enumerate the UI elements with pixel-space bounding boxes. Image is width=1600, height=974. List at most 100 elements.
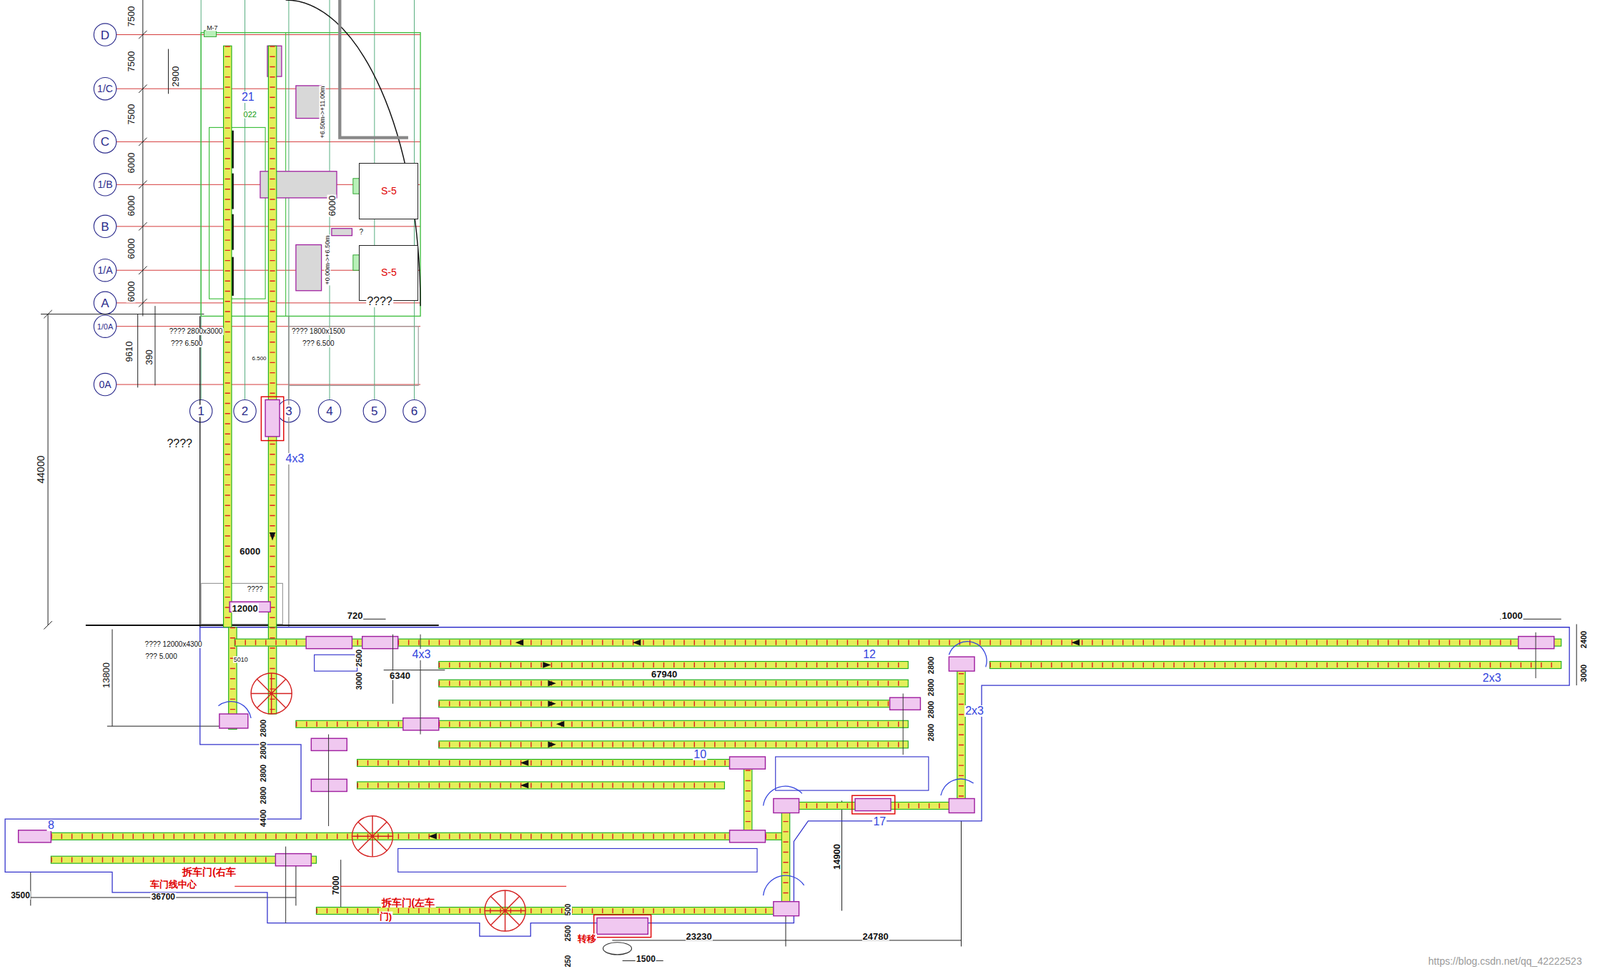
conveyor xyxy=(295,720,908,728)
dimension-label: ???? xyxy=(366,295,394,308)
conveyor-roller xyxy=(745,759,751,842)
flow-arrow xyxy=(269,532,276,541)
dimension-label: 6000 xyxy=(125,195,136,218)
transfer-rail xyxy=(1535,632,1537,679)
dimension-label: 2800 xyxy=(259,786,268,806)
dimension-label: 14900 xyxy=(832,843,842,871)
conveyor-roller xyxy=(20,834,786,840)
conveyor xyxy=(743,759,752,842)
small-marker xyxy=(353,178,360,194)
dimension-label: ??? 6.500 xyxy=(301,340,336,348)
conveyor-roller xyxy=(438,701,909,707)
conveyor xyxy=(781,800,790,913)
dimension-label: 6000 xyxy=(125,280,136,304)
grid-column xyxy=(244,0,246,400)
conveyor xyxy=(20,45,1562,915)
dimension-label: 1000 xyxy=(1501,610,1524,620)
transfer-rail xyxy=(285,632,1536,924)
conveyor xyxy=(234,639,1561,647)
grid-axis-label: A xyxy=(100,296,110,309)
dimension-line xyxy=(340,860,342,911)
grid-axis-label: 6 xyxy=(410,405,419,418)
dimension-label: 2500 xyxy=(564,925,572,943)
dimension-label: 2900 xyxy=(170,65,181,88)
building-outline xyxy=(285,0,421,306)
conveyor-roller xyxy=(438,742,909,748)
transfer-car xyxy=(229,601,271,612)
transfer-car xyxy=(18,830,52,843)
process-note: 拆车门(右车 xyxy=(181,867,237,878)
flow-arrow xyxy=(542,662,551,669)
callout-number: 21 xyxy=(240,91,256,103)
dimension-label: 2400 xyxy=(1579,630,1588,650)
swing-gauge xyxy=(218,642,987,896)
transfer-car xyxy=(596,918,648,936)
dimension-label: 2800 xyxy=(926,678,935,698)
machine xyxy=(295,245,322,291)
turntable xyxy=(351,816,393,858)
grid-axis-label: 1/0A xyxy=(96,322,115,331)
dimension-label: 390 xyxy=(144,348,154,367)
flow-arrow xyxy=(269,532,1080,841)
grid-axis-label: C xyxy=(100,135,111,148)
callout-number: 4x3 xyxy=(285,453,306,465)
grid-axis-label: 5 xyxy=(370,405,379,418)
dimension-label: ??? 5.000 xyxy=(144,653,179,661)
grid-axis-label: 1/C xyxy=(96,83,114,94)
dimension-label: 2800 xyxy=(259,741,268,760)
grid-bubble xyxy=(189,399,212,422)
dimension-line xyxy=(138,30,147,308)
grid-bubble xyxy=(363,399,386,422)
dimension-label: 7000 xyxy=(331,875,341,897)
grid-bubble xyxy=(93,259,116,282)
grid-bubble xyxy=(318,399,341,422)
grid-axis-label: 1/B xyxy=(96,179,113,190)
grid-axis-label: 0A xyxy=(97,379,112,390)
flow-arrow xyxy=(515,639,524,647)
dimension-line xyxy=(112,629,113,728)
grid-bubble xyxy=(93,315,116,338)
callout-number: 12 xyxy=(862,649,877,661)
box-label: S-5 xyxy=(381,267,397,279)
equipment-box: S-5 xyxy=(358,245,419,302)
dimension-label: ???? xyxy=(165,438,194,450)
dimension-label: 3000 xyxy=(1579,664,1588,683)
dimension-line xyxy=(30,872,31,906)
dimension-label: 12000 xyxy=(230,603,259,613)
conveyor-roller xyxy=(989,662,1561,668)
conveyor xyxy=(438,679,909,688)
flow-arrow xyxy=(520,782,529,790)
small-marker xyxy=(203,30,216,38)
grid-bubble xyxy=(233,399,256,422)
dimension-label: 4400 xyxy=(259,808,268,828)
transfer-car xyxy=(310,738,347,751)
highlight-frame xyxy=(594,915,652,938)
conveyor xyxy=(438,741,909,749)
dimension-label: 3000 xyxy=(355,672,364,691)
dimension-label: 1500 xyxy=(635,955,657,964)
dimension-label: 7500 xyxy=(125,50,136,73)
dimension-label: 022 xyxy=(243,110,258,118)
building-outline xyxy=(85,0,439,628)
transfer-car xyxy=(855,799,891,812)
dimension-label: 6000 xyxy=(125,152,136,175)
transfer-car xyxy=(305,636,352,650)
conveyor xyxy=(268,45,276,628)
dimension-line xyxy=(168,49,169,95)
dimension-line xyxy=(142,0,143,316)
flow-arrow xyxy=(547,680,556,688)
grid-bubble xyxy=(93,23,116,46)
flow-arrow xyxy=(520,759,529,767)
dimension-label: 6000 xyxy=(238,546,261,556)
dimension-label: ???? 1800x1500 xyxy=(290,328,347,336)
conveyor xyxy=(438,662,909,670)
dimension-label: 2800 xyxy=(926,723,935,743)
callout-number: 8 xyxy=(47,820,56,832)
turntable xyxy=(484,890,526,932)
transfer-car xyxy=(773,799,800,814)
swing-gauge xyxy=(218,702,251,719)
flow-arrow xyxy=(547,742,556,749)
grid-axis-label: 1 xyxy=(196,405,205,418)
transfer-car xyxy=(403,718,439,731)
